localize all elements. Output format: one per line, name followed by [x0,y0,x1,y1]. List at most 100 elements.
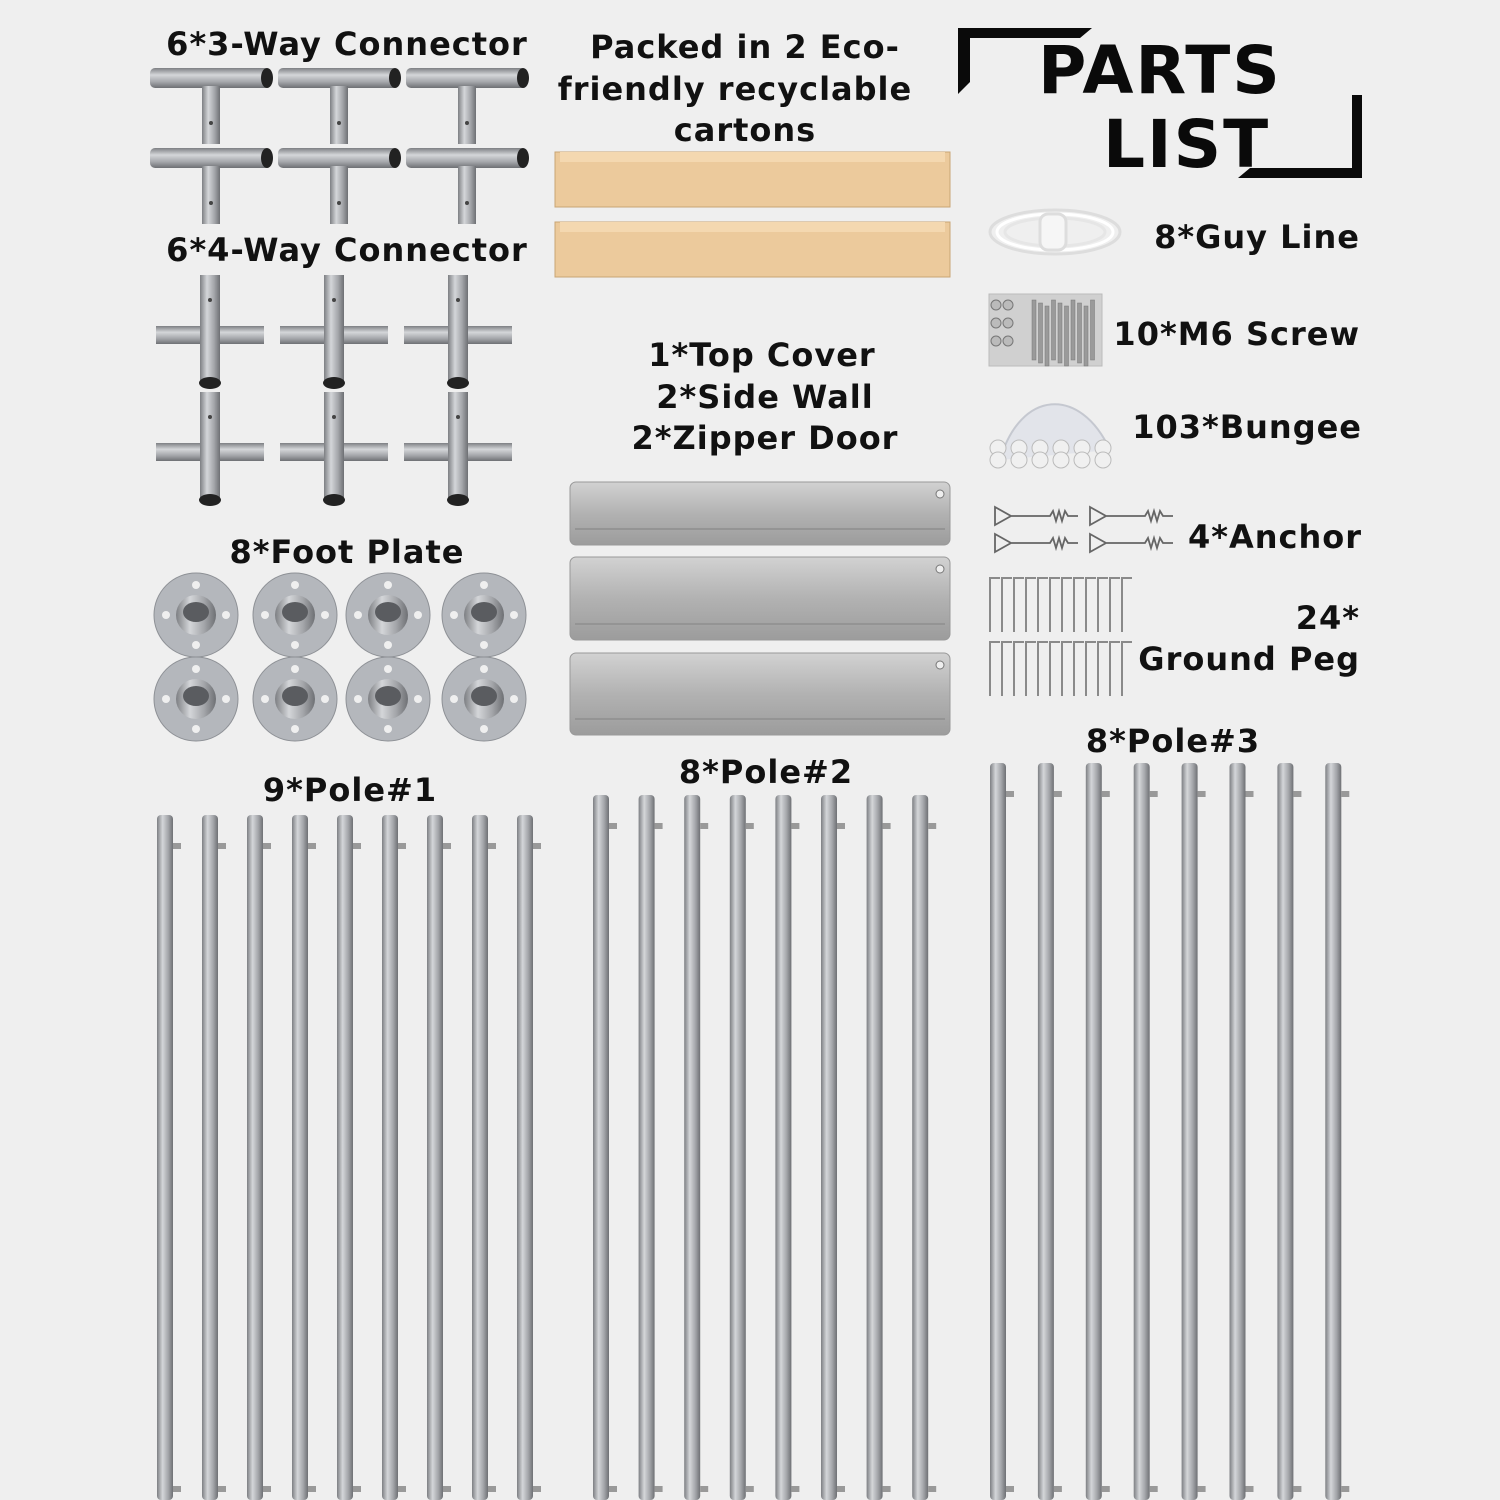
ground-peg [1109,641,1120,696]
guy-line-image [988,208,1122,256]
label-side-wall: 2*Side Wall [656,378,874,416]
pole-2 [684,795,709,1500]
ground-peg [1061,577,1072,632]
fabric-roll [569,556,951,641]
label-bungee: 103*Bungee [1132,408,1362,446]
three-way-connectors [150,68,529,224]
label-guy-line: 8*Guy Line [1154,218,1360,256]
ground-peg [1073,577,1084,632]
pole-3 [1133,763,1158,1500]
label-pole1: 9*Pole#1 [262,771,438,809]
ground-peg [1049,577,1060,632]
carton-box [554,151,951,208]
carton-box [554,221,951,278]
pole-1 [517,815,541,1500]
three-way-connector [278,148,401,224]
foot-plate [252,572,338,658]
ground-peg [1037,577,1048,632]
four-way-connector [280,275,388,389]
fabric-roll [569,652,951,736]
label-cartons-1: Packed in 2 Eco- [590,28,900,66]
anchor [994,532,1078,554]
label-cartons-3: cartons [673,111,817,149]
label-foot-plate: 8*Foot Plate [229,533,465,571]
pole-3 [1037,763,1062,1500]
pole-3 [990,763,1014,1500]
pole-3 [1085,763,1110,1500]
foot-plate [441,572,527,658]
pole-1 [292,815,316,1500]
ground-peg [989,641,1000,696]
cartons [554,151,951,278]
foot-plate [252,656,338,742]
pole-1 [337,815,361,1500]
ground-peg [1121,641,1132,696]
pole-3 [1229,763,1254,1500]
ground-peg [1085,641,1096,696]
anchor-image [994,505,1173,554]
foot-plate [153,656,239,742]
ground-peg [1061,641,1072,696]
label-cartons-2: friendly recyclable [557,70,913,108]
three-way-connector [150,148,273,224]
pole-2 [729,795,754,1500]
pole-2 [866,795,891,1500]
anchor [1089,505,1173,527]
anchor [1089,532,1173,554]
ground-peg [989,577,1000,632]
title-frame [958,28,1362,178]
label-ground-peg: Ground Peg [1138,640,1360,678]
title-parts: PARTS [1038,32,1282,109]
label-four-way-connector: 6*4-Way Connector [166,231,528,269]
foot-plate [441,656,527,742]
ground-peg [1085,577,1096,632]
pole-1 [157,815,181,1500]
pole-1 [247,815,271,1500]
foot-plates [153,572,527,742]
label-anchor: 4*Anchor [1187,518,1362,556]
four-way-connector [156,275,264,389]
three-way-connector [278,68,401,144]
label-zipper-door: 2*Zipper Door [631,419,899,457]
pole-1 [202,815,226,1500]
label-ground-peg-qty: 24* [1295,599,1360,637]
pole-3 [1181,763,1206,1500]
bungee-image [989,403,1112,469]
ground-peg [1025,577,1036,632]
four-way-connector [280,392,388,506]
pole-2 [775,795,800,1500]
label-three-way-connector: 6*3-Way Connector [166,25,528,63]
ground-peg [1037,641,1048,696]
ground-peg [1097,641,1108,696]
foot-plate [345,572,431,658]
anchor [994,505,1078,527]
ground-peg [1097,577,1108,632]
pole-2 [638,795,663,1500]
foot-plate [345,656,431,742]
poles [157,763,1350,1500]
ground-peg-image [989,577,1132,696]
fabric-rolls [569,481,951,736]
title-list: LIST [1103,106,1271,183]
three-way-connector [406,68,529,144]
pole-2 [593,795,617,1500]
fabric-roll [569,481,951,546]
four-way-connector [404,392,512,506]
ground-peg [1049,641,1060,696]
label-top-cover: 1*Top Cover [648,336,876,374]
pole-1 [382,815,406,1500]
three-way-connector [150,68,273,144]
pole-1 [472,815,496,1500]
pole-3 [1325,763,1350,1500]
pole-2 [821,795,845,1500]
ground-peg [1025,641,1036,696]
ground-peg [1013,641,1024,696]
ground-peg [1001,577,1012,632]
four-way-connectors [156,275,512,506]
foot-plate [153,572,239,658]
label-pole2: 8*Pole#2 [678,753,854,791]
ground-peg [1109,577,1120,632]
label-pole3: 8*Pole#3 [1085,722,1261,760]
ground-peg [1121,577,1132,632]
